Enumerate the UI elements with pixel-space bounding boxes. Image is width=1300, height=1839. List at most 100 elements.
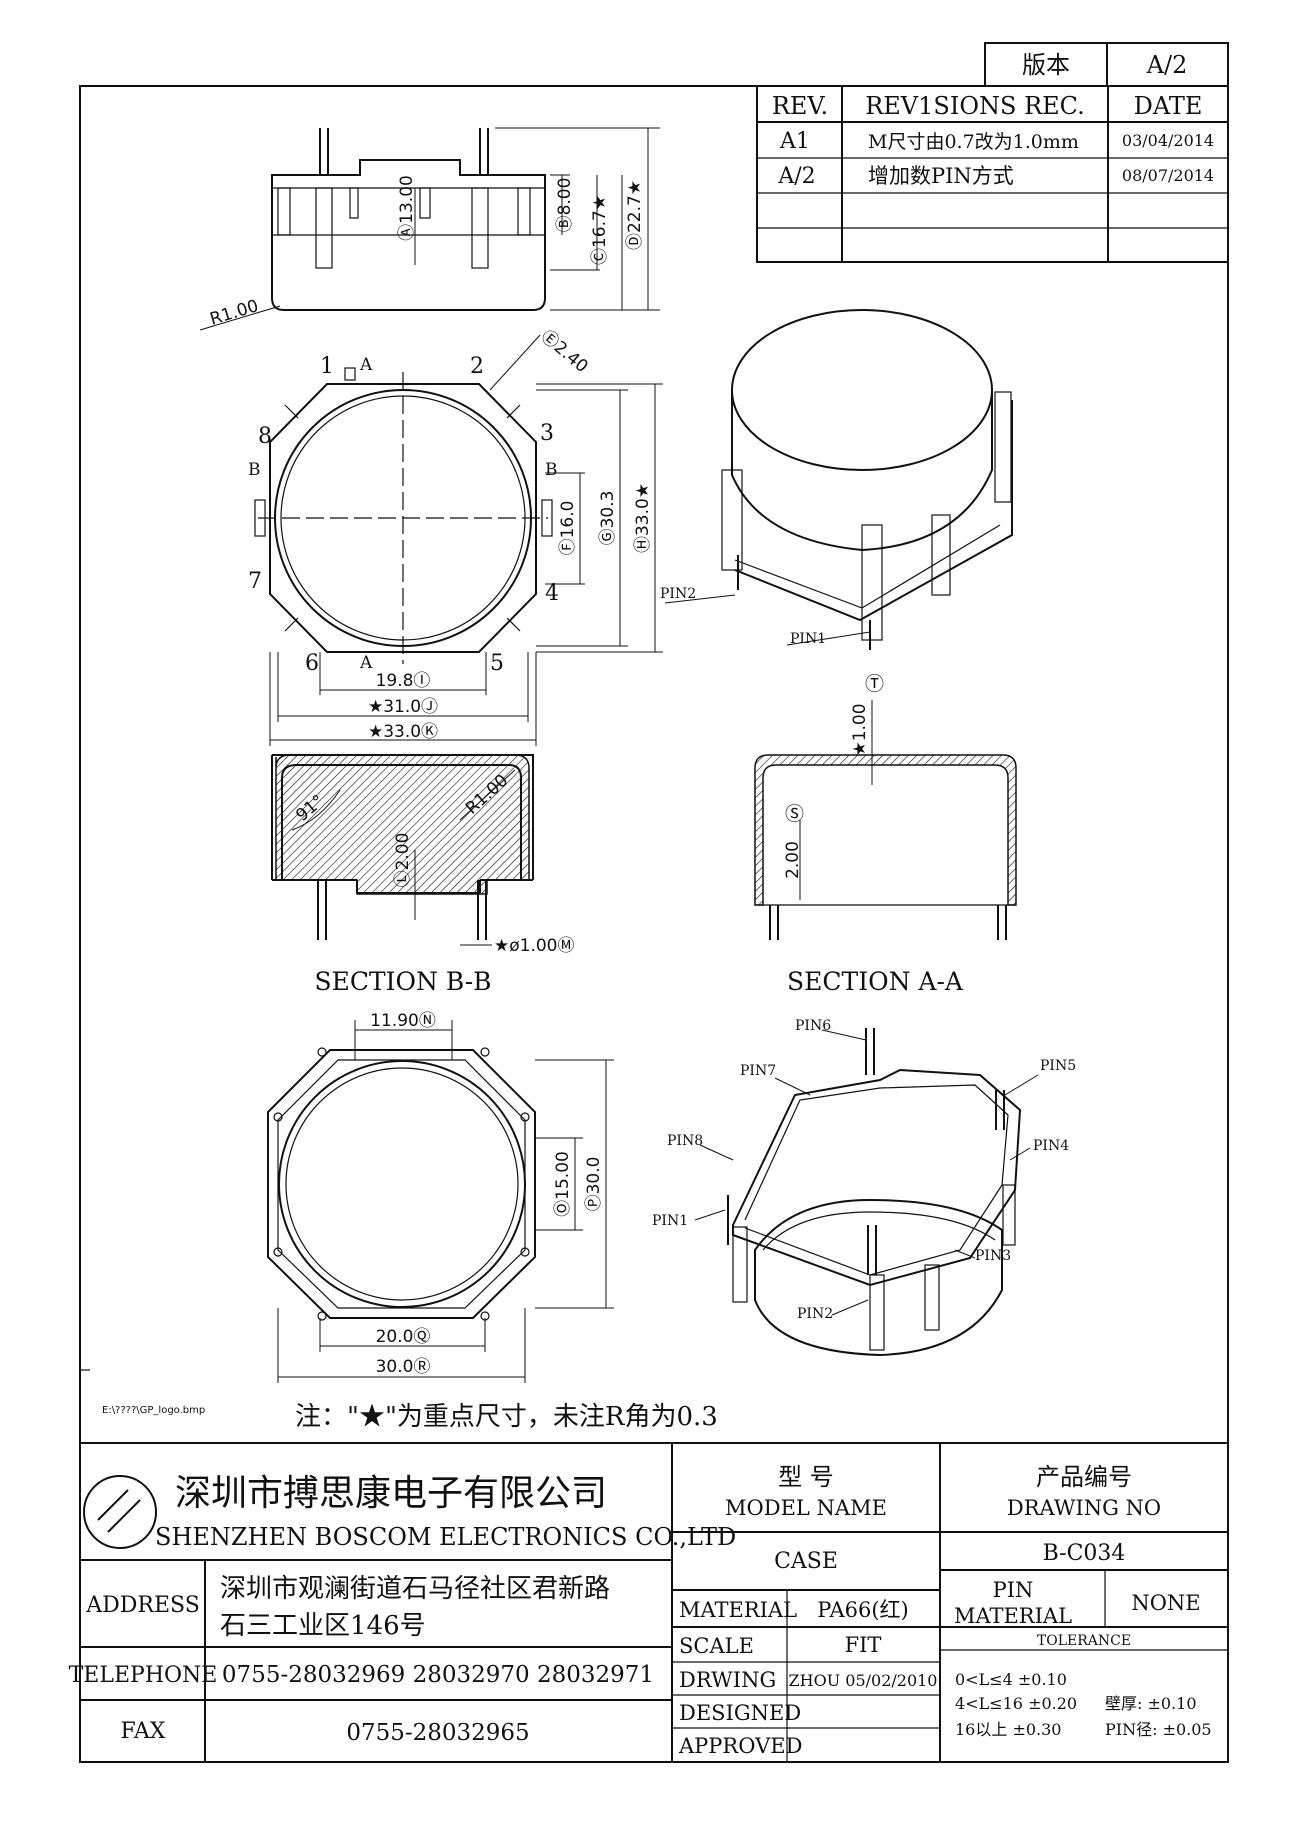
pin-material-label: PIN: [993, 1578, 1034, 1602]
model-label-en: MODEL NAME: [725, 1496, 887, 1520]
tolerance-row: 4<L≤16 ±0.20: [955, 1694, 1077, 1713]
pin-label: PIN2: [797, 1306, 833, 1322]
dim-d: Ⓓ22.7★: [625, 180, 645, 250]
version-value: A/2: [1146, 51, 1188, 79]
approved-label: APPROVED: [678, 1734, 802, 1758]
rev-cell: A1: [779, 129, 810, 154]
side-view: Ⓐ13.00 Ⓑ8.00 Ⓒ16.7★ Ⓓ22.7★ R1.00: [199, 127, 660, 331]
dim-m: ★ø1.00Ⓜ: [494, 936, 575, 956]
dim-h: Ⓗ33.0★: [633, 483, 653, 553]
logo-path: E:\????\GP_logo.bmp: [102, 1405, 205, 1416]
pin-label: PIN2: [660, 586, 696, 602]
rec-cell: 增加数PIN方式: [868, 164, 1014, 188]
drawing-label-cn: 产品编号: [1036, 1463, 1132, 1491]
company-name-cn: 深圳市搏思康电子有限公司: [175, 1473, 607, 1514]
version-label: 版本: [1022, 51, 1070, 79]
bottom-view: 11.90Ⓝ Ⓞ15.00 Ⓟ30.0 20.0Ⓠ 30.0Ⓡ: [267, 1011, 614, 1383]
pin-number: 6: [305, 651, 319, 676]
tolerance-title: TOLERANCE: [1037, 1633, 1131, 1649]
pin-label: PIN6: [795, 1018, 831, 1034]
pin-material-value: NONE: [1131, 1591, 1200, 1615]
address-line1: 深圳市观澜街道石马径社区君新路: [220, 1574, 610, 1604]
address-label: ADDRESS: [85, 1593, 200, 1618]
dim-e: Ⓔ2.40: [537, 327, 592, 378]
date-cell: 03/04/2014: [1122, 131, 1214, 150]
dim-l: Ⓛ2.00: [393, 833, 413, 888]
pin-label: PIN1: [790, 631, 826, 647]
revision-table: REV. REV1SIONS REC. DATE A1 M尺寸由0.7改为1.0…: [756, 85, 1229, 263]
tolerance-row: 16以上 ±0.30: [955, 1720, 1061, 1739]
pin-number: 8: [258, 424, 272, 449]
model-value: CASE: [774, 1549, 838, 1574]
date-header: DATE: [1134, 92, 1203, 120]
dim-t: Ⓣ: [865, 673, 884, 695]
dim-f: Ⓕ16.0: [558, 501, 578, 556]
dim-r1: R1.00: [208, 296, 261, 330]
dim-q: 20.0Ⓠ: [376, 1327, 431, 1347]
rec-header: REV1SIONS REC.: [865, 92, 1085, 120]
dim-i: 19.8Ⓘ: [376, 671, 431, 691]
pin-number: 4: [545, 581, 559, 606]
rev-header: REV.: [772, 92, 828, 120]
tolerance-row: 0<L≤4 ±0.10: [955, 1670, 1067, 1689]
pin-label: PIN1: [652, 1213, 688, 1229]
pin-number: 1: [320, 354, 334, 379]
dim-t-value: ★1.00: [850, 703, 870, 756]
section-marker: B: [248, 460, 261, 480]
dim-s-value: 2.00: [783, 841, 803, 879]
pin-label: PIN4: [1033, 1138, 1069, 1154]
rev-cell: A/2: [777, 164, 815, 189]
drawing-number: B-C034: [1043, 1541, 1126, 1566]
dim-j: ★31.0Ⓙ: [368, 697, 438, 717]
drawing-label-en: DRAWING NO: [1007, 1496, 1161, 1520]
isometric-view-top: PIN2 PIN1: [660, 309, 1013, 650]
dim-k: ★33.0Ⓚ: [368, 722, 438, 742]
fax-value: 0755-28032965: [346, 1720, 529, 1746]
pin-number: 2: [470, 354, 484, 379]
address-line2: 石三工业区146号: [220, 1611, 426, 1641]
section-marker: A: [359, 653, 373, 673]
pin-number: 5: [490, 651, 504, 676]
section-title: SECTION B-B: [314, 967, 491, 996]
section-marker: A: [359, 355, 373, 375]
designed-label: DESIGNED: [679, 1701, 801, 1725]
version-box: 版本 A/2: [984, 42, 1229, 87]
fax-label: FAX: [121, 1719, 166, 1744]
sheet-border: [79, 85, 1229, 1763]
title-block: [80, 1442, 1228, 1762]
section-marker: B: [545, 460, 558, 480]
top-view: 1 2 3 4 5 6 7 8 A A B B Ⓔ2.40 Ⓕ16.0 Ⓖ30.…: [248, 327, 663, 746]
pin-label: PIN7: [740, 1063, 776, 1079]
dim-b: Ⓑ8.00: [555, 178, 575, 233]
scale-value: FIT: [845, 1633, 882, 1657]
date-cell: 08/07/2014: [1122, 166, 1214, 185]
dim-g: Ⓖ30.3: [598, 491, 618, 546]
model-label-cn: 型 号: [778, 1463, 834, 1491]
drwing-label: DRWING: [679, 1668, 776, 1692]
rec-cell: M尺寸由0.7改为1.0mm: [868, 131, 1079, 153]
dim-a: Ⓐ13.00: [397, 175, 417, 241]
telephone-label: TELEPHONE: [69, 1663, 218, 1688]
dim-s: Ⓢ: [785, 803, 804, 825]
scale-label: SCALE: [679, 1634, 754, 1658]
pin-label: PIN8: [667, 1133, 703, 1149]
section-aa: Ⓣ ★1.00 Ⓢ 2.00 SECTION A-A: [754, 673, 1017, 996]
pin-material-label: MATERIAL: [954, 1604, 1072, 1628]
company-name-en: SHENZHEN BOSCOM ELECTRONICS CO.,LTD: [155, 1523, 736, 1551]
section-bb: 91° R1.00 Ⓛ2.00 ★ø1.00Ⓜ SECTION B-B: [271, 754, 575, 996]
pin-number: 3: [540, 421, 554, 446]
isometric-view-bottom: PIN6 PIN7 PIN5 PIN4 PIN8 PIN1 PIN2 PIN3: [652, 1018, 1076, 1357]
telephone-value: 0755-28032969 28032970 28032971: [222, 1662, 654, 1688]
material-value: PA66(红): [817, 1598, 908, 1622]
dim-c: Ⓒ16.7★: [590, 195, 610, 265]
dim-r: 30.0Ⓡ: [376, 1357, 431, 1377]
tolerance-pin: PIN径: ±0.05: [1105, 1720, 1212, 1739]
tolerance-wall: 壁厚: ±0.10: [1105, 1694, 1197, 1713]
drwing-value: ZHOU 05/02/2010: [789, 1671, 938, 1690]
pin-number: 7: [248, 569, 262, 594]
dim-p: Ⓟ30.0: [584, 1157, 604, 1212]
section-title: SECTION A-A: [787, 967, 964, 996]
pin-label: PIN5: [1040, 1058, 1076, 1074]
company-logo: [83, 1475, 157, 1549]
